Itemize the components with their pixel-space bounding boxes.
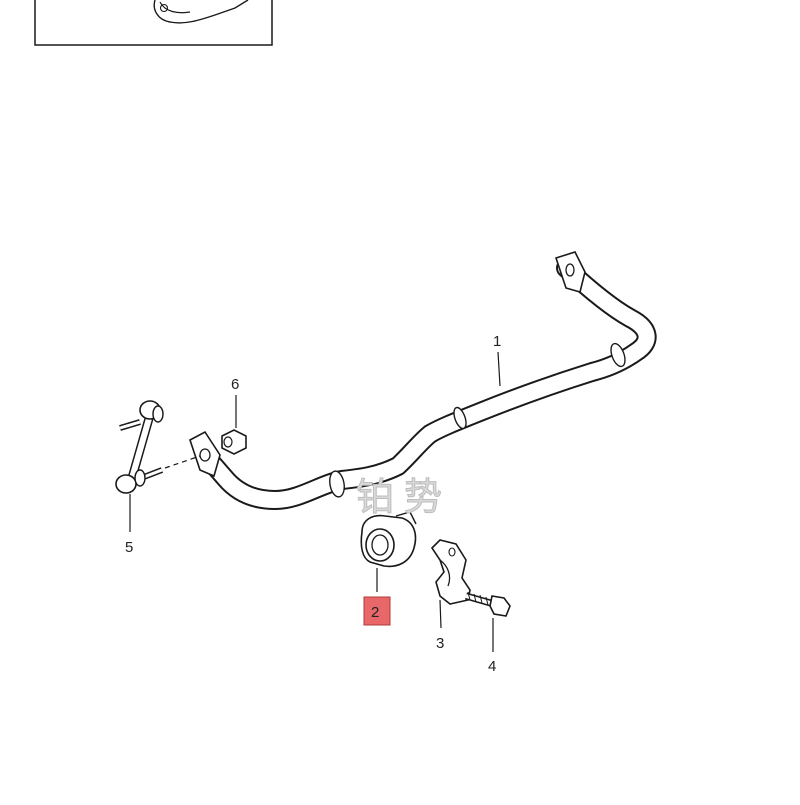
stabilizer-link xyxy=(115,400,201,494)
callout-2: 2 xyxy=(371,604,379,621)
leader-lines xyxy=(129,351,501,652)
nut xyxy=(221,429,247,455)
mounting-bracket xyxy=(430,539,471,605)
callout-5: 5 xyxy=(125,539,133,556)
callout-3: 3 xyxy=(436,635,444,652)
bolt xyxy=(465,591,511,617)
stabilizer-bar xyxy=(189,251,657,510)
callout-2-highlight xyxy=(363,596,391,626)
callout-4: 4 xyxy=(488,658,496,675)
detail-inset xyxy=(34,0,273,46)
callout-6: 6 xyxy=(231,376,239,393)
watermark: 铂势 xyxy=(356,475,452,519)
callout-1: 1 xyxy=(493,333,501,350)
callout-labels: 1 2 3 4 5 6 xyxy=(125,333,501,675)
rubber-bushing xyxy=(360,511,417,568)
